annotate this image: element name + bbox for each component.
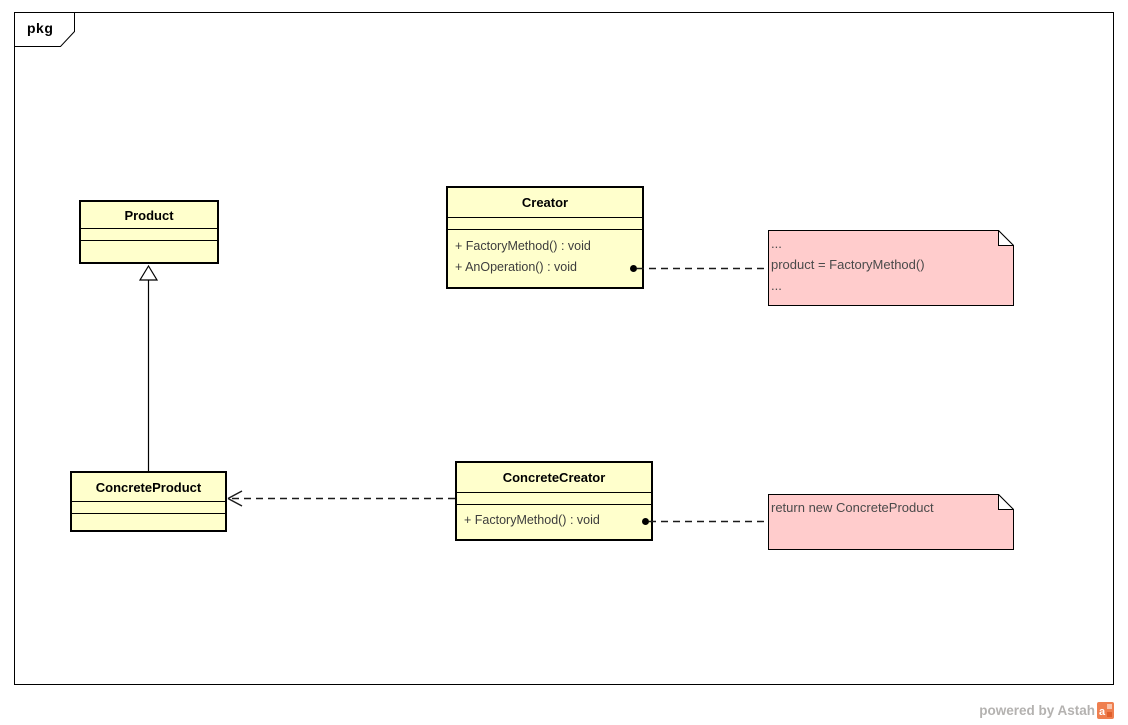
note-return-concrete-product[interactable]: return new ConcreteProduct	[768, 494, 1014, 550]
note-line: product = FactoryMethod()	[771, 257, 925, 272]
note-text: ... product = FactoryMethod() ...	[771, 233, 996, 296]
class-product[interactable]: Product	[79, 200, 219, 264]
operations-compartment	[72, 514, 225, 530]
operation: + FactoryMethod() : void	[464, 513, 600, 527]
operations-compartment: + FactoryMethod() : void + AnOperation()…	[448, 230, 642, 287]
package-frame	[14, 12, 1114, 685]
class-name: Product	[81, 202, 217, 229]
attributes-compartment	[457, 493, 651, 505]
operation: + FactoryMethod() : void	[455, 239, 591, 253]
watermark: powered by Astah a	[979, 702, 1114, 719]
class-name: ConcreteCreator	[457, 463, 651, 493]
operations-compartment: + FactoryMethod() : void	[457, 505, 651, 539]
attributes-compartment	[81, 229, 217, 241]
attributes-compartment	[448, 218, 642, 230]
note-line: ...	[771, 278, 782, 293]
class-name: Creator	[448, 188, 642, 218]
operation: + AnOperation() : void	[455, 260, 577, 274]
astah-logo-icon: a	[1097, 702, 1114, 719]
note-line: return new ConcreteProduct	[771, 500, 934, 515]
note-fold-icon	[998, 494, 1014, 510]
package-frame-label: pkg	[27, 20, 54, 36]
watermark-text: powered by Astah	[979, 703, 1095, 718]
note-shape	[768, 230, 1014, 306]
class-name: ConcreteProduct	[72, 473, 225, 502]
svg-text:a: a	[1099, 706, 1106, 718]
class-creator[interactable]: Creator + FactoryMethod() : void + AnOpe…	[446, 186, 644, 289]
note-factory-method-call[interactable]: ... product = FactoryMethod() ...	[768, 230, 1014, 306]
note-fold-icon	[998, 230, 1014, 246]
note-shape	[768, 494, 1014, 550]
note-line: ...	[771, 236, 782, 251]
class-concrete-product[interactable]: ConcreteProduct	[70, 471, 227, 532]
operations-compartment	[81, 241, 217, 262]
class-concrete-creator[interactable]: ConcreteCreator + FactoryMethod() : void	[455, 461, 653, 541]
note-text: return new ConcreteProduct	[771, 497, 996, 518]
attributes-compartment	[72, 502, 225, 514]
